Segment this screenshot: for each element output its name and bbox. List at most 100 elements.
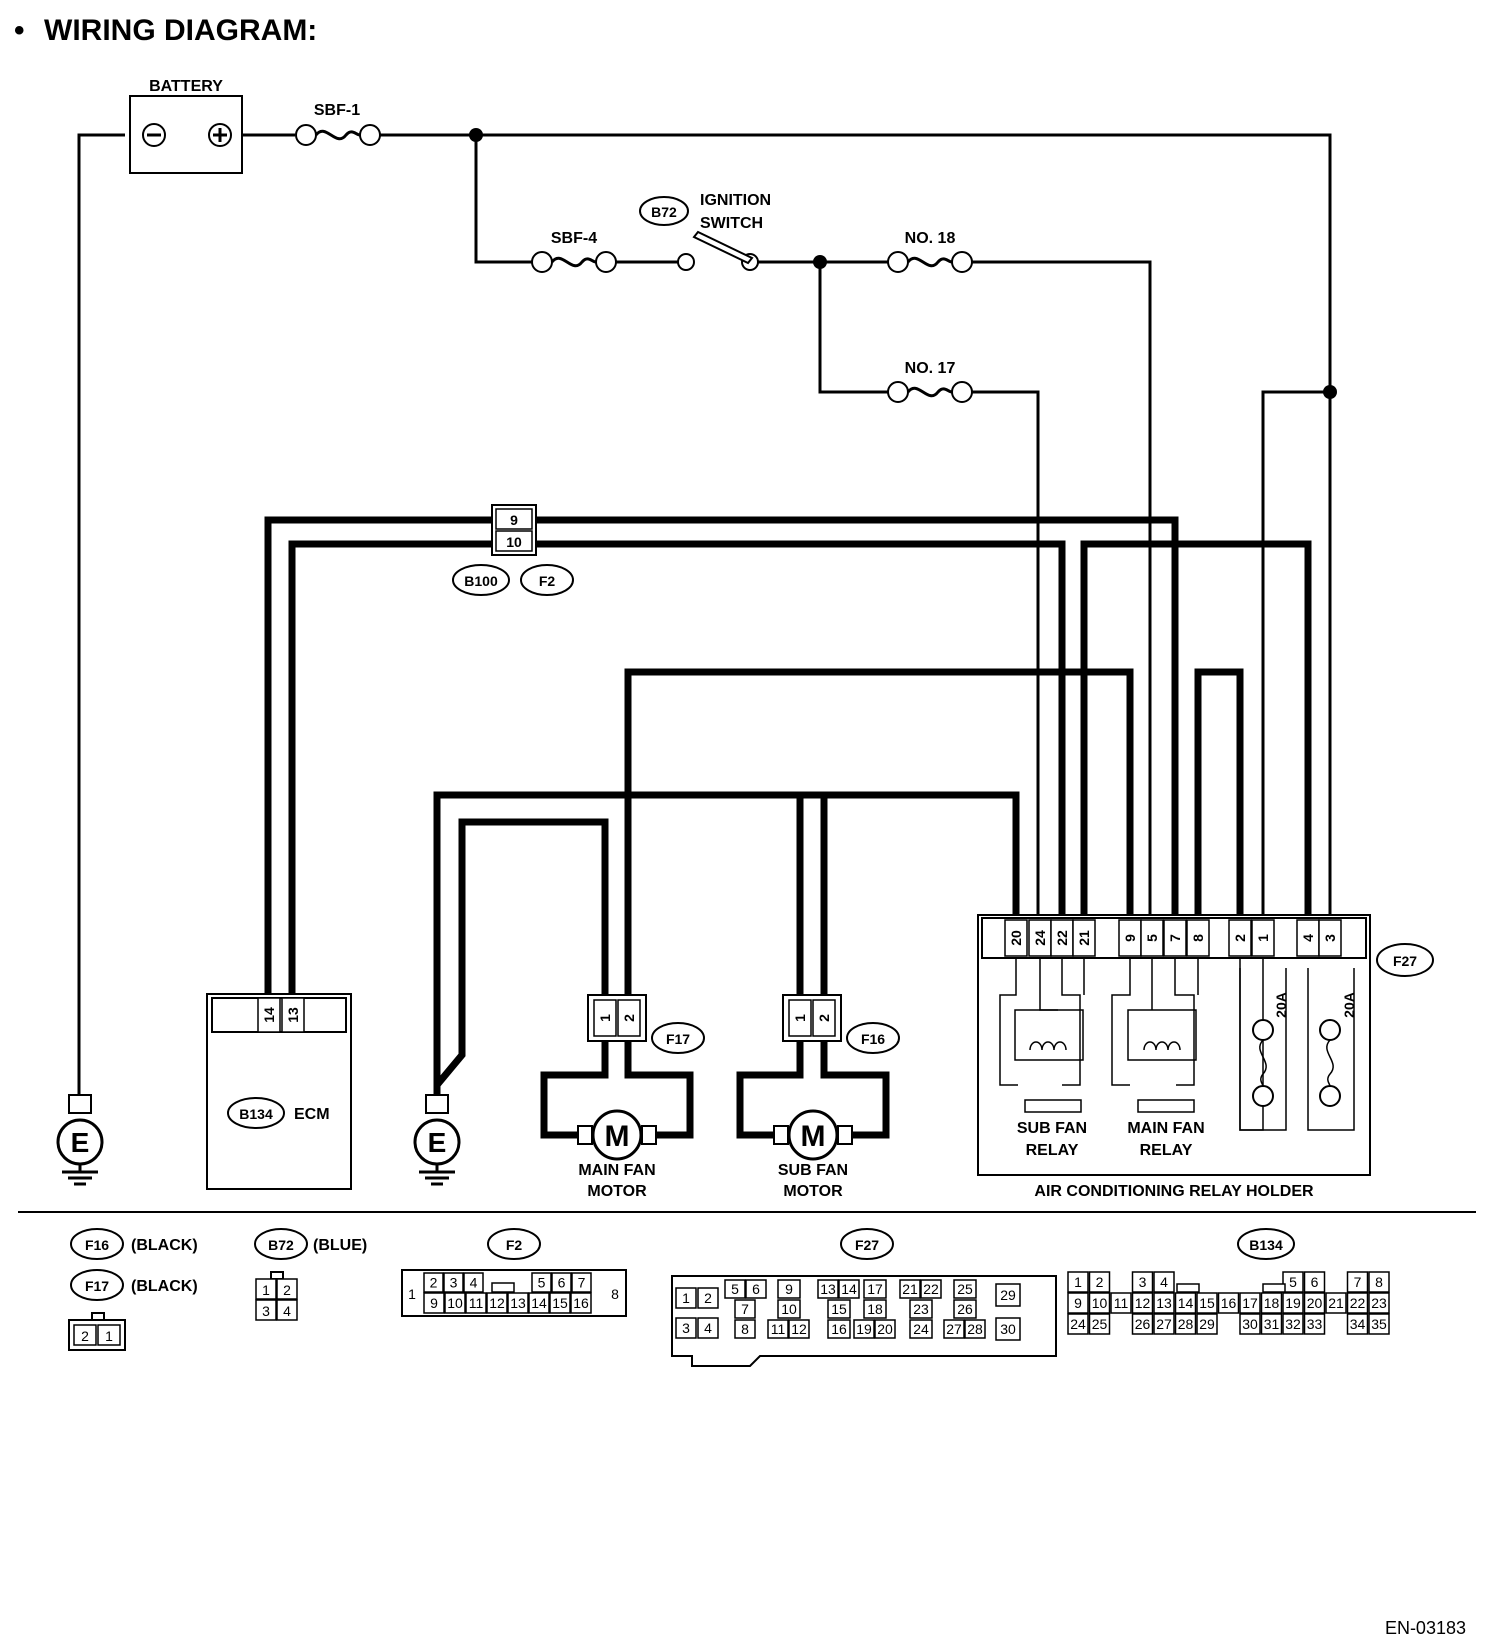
pin-cell bbox=[1368, 1292, 1390, 1314]
pin-number: 15 bbox=[552, 1295, 568, 1311]
relay-pin-number: 5 bbox=[1144, 934, 1160, 942]
ground-middle-symbol: E bbox=[428, 1127, 447, 1158]
legend-f16-color: (BLACK) bbox=[131, 1237, 198, 1254]
pin-cell bbox=[1260, 1313, 1283, 1335]
junction-dot bbox=[1323, 385, 1337, 399]
pin-number: 28 bbox=[967, 1321, 983, 1337]
pin-number: 26 bbox=[1135, 1316, 1151, 1332]
pin-number: 12 bbox=[489, 1295, 505, 1311]
pin-cell bbox=[745, 1279, 767, 1299]
pin-cell bbox=[1131, 1292, 1154, 1314]
thin-wires bbox=[77, 133, 1332, 1097]
relay-pin-number: 2 bbox=[1232, 934, 1248, 942]
pin-number: 11 bbox=[1114, 1295, 1129, 1311]
pin-cell bbox=[899, 1279, 921, 1299]
pin-number: 13 bbox=[820, 1281, 836, 1297]
pin-cell bbox=[1303, 1271, 1326, 1293]
pin-number: 18 bbox=[867, 1301, 883, 1317]
pin-number: 16 bbox=[1221, 1295, 1237, 1311]
connector-key bbox=[1262, 1283, 1286, 1293]
pin-number: 34 bbox=[1350, 1316, 1366, 1332]
pin-cell bbox=[943, 1319, 965, 1339]
pin-cell bbox=[817, 1279, 839, 1299]
pin-cell bbox=[507, 1292, 529, 1314]
pin-cell bbox=[777, 1279, 801, 1299]
legend-b72-pin: 2 bbox=[283, 1282, 291, 1298]
pin-cell bbox=[1346, 1313, 1369, 1335]
legend-b72-pin: 1 bbox=[262, 1282, 270, 1298]
relay-pin-cell bbox=[1004, 919, 1028, 957]
pin-cell bbox=[1368, 1271, 1390, 1293]
legend-b72: B72 (BLUE) 1 2 3 4 bbox=[254, 1228, 367, 1321]
main-fan-pin-2: 2 bbox=[621, 1014, 637, 1022]
pin-cell bbox=[1067, 1292, 1089, 1314]
pin-cell bbox=[909, 1299, 933, 1319]
ignition-connector: B72 bbox=[651, 204, 677, 220]
pin-cell bbox=[463, 1272, 484, 1293]
pin-cell bbox=[1217, 1292, 1240, 1314]
pin-cell bbox=[1131, 1313, 1154, 1335]
title-bullet: • bbox=[14, 14, 25, 47]
pin-number: 7 bbox=[578, 1275, 586, 1291]
pin-cell bbox=[734, 1319, 756, 1339]
pin-cell bbox=[1153, 1271, 1175, 1293]
pin-cell bbox=[863, 1279, 887, 1299]
pin-number: 8 bbox=[1375, 1274, 1383, 1290]
ecm: 14 13 B134 ECM bbox=[206, 993, 352, 1190]
pin-cell bbox=[1153, 1313, 1175, 1335]
pin-number: 16 bbox=[831, 1321, 847, 1337]
pin-cell bbox=[423, 1292, 445, 1314]
pin-number: 25 bbox=[957, 1281, 973, 1297]
pin-number: 12 bbox=[791, 1321, 807, 1337]
pin-number: 32 bbox=[1285, 1316, 1301, 1332]
pin-number: 12 bbox=[1135, 1295, 1151, 1311]
relay-holder-label: AIR CONDITIONING RELAY HOLDER bbox=[1034, 1183, 1314, 1200]
pin-number: 10 bbox=[447, 1295, 463, 1311]
pin-number: 6 bbox=[558, 1275, 566, 1291]
pin-number: 11 bbox=[469, 1295, 484, 1311]
pin-number: 26 bbox=[957, 1301, 973, 1317]
pin-cell bbox=[1174, 1313, 1197, 1335]
pin-number: 5 bbox=[731, 1281, 739, 1297]
fuse-no18: NO. 18 bbox=[887, 230, 973, 273]
pin-cell bbox=[551, 1272, 572, 1293]
sub-fan-label-1: SUB FAN bbox=[778, 1162, 848, 1179]
pin-cell bbox=[724, 1279, 746, 1299]
legend-f17-color: (BLACK) bbox=[131, 1278, 198, 1295]
legend-b134-connector: B134 bbox=[1249, 1237, 1283, 1253]
joint-connector-b100: B100 bbox=[464, 573, 498, 589]
relay-pin-number: 3 bbox=[1322, 934, 1338, 942]
pin-number: 17 bbox=[1242, 1295, 1258, 1311]
pin-number: 29 bbox=[1000, 1287, 1016, 1303]
pin-cell bbox=[953, 1299, 977, 1319]
pin-cell bbox=[443, 1272, 464, 1293]
pin-cell bbox=[1153, 1292, 1175, 1314]
pin-number: 23 bbox=[913, 1301, 929, 1317]
relay-pin-number: 9 bbox=[1122, 934, 1138, 942]
ground-left-symbol: E bbox=[71, 1127, 90, 1158]
pin-cell bbox=[1088, 1292, 1111, 1314]
pin-number: 33 bbox=[1307, 1316, 1323, 1332]
pin-number: 25 bbox=[1092, 1316, 1108, 1332]
pin-cell bbox=[1239, 1313, 1261, 1335]
pin-number: 19 bbox=[856, 1321, 872, 1337]
ignition-label-2: SWITCH bbox=[700, 215, 763, 232]
sub-fan-relay-label-1: SUB FAN bbox=[1017, 1120, 1087, 1137]
junction-dot bbox=[813, 255, 827, 269]
relay-pin-number: 1 bbox=[1255, 934, 1271, 942]
pin-number: 5 bbox=[538, 1275, 546, 1291]
pin-number: 8 bbox=[741, 1321, 749, 1337]
pin-number: 14 bbox=[841, 1281, 857, 1297]
pin-cell bbox=[697, 1317, 719, 1339]
pin-cell bbox=[531, 1272, 552, 1293]
main-fan-label-2: MOTOR bbox=[587, 1183, 647, 1200]
pin-number: 10 bbox=[1092, 1295, 1108, 1311]
pin-number: 4 bbox=[1160, 1274, 1168, 1290]
pin-cell bbox=[486, 1292, 508, 1314]
pin-number: 15 bbox=[831, 1301, 847, 1317]
pin-number: 7 bbox=[1354, 1274, 1362, 1290]
legend-b72-pin: 3 bbox=[262, 1303, 270, 1319]
legend-f16-connector: F16 bbox=[85, 1237, 109, 1253]
